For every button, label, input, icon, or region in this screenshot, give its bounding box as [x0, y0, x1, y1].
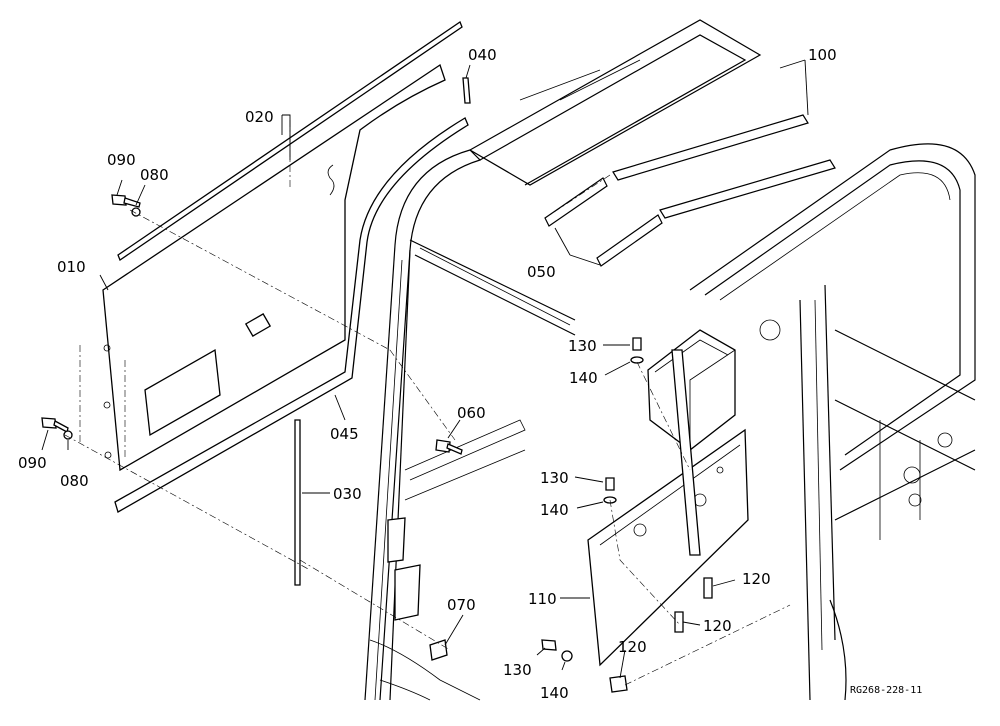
bolt-060: [435, 439, 451, 453]
callout-120-c: 120: [618, 638, 647, 656]
callout-080-upper: 080: [140, 166, 169, 184]
callout-130-a: 130: [568, 337, 597, 355]
callout-140-b: 140: [540, 501, 569, 519]
callout-labels: 010 020 030 040 045 050 060 070 080 080 …: [18, 46, 922, 702]
box-bracket: [647, 329, 736, 451]
callout-090-lower: 090: [18, 454, 47, 472]
callout-140-a: 140: [569, 369, 598, 387]
callout-120-b: 120: [703, 617, 732, 635]
callout-045: 045: [330, 425, 359, 443]
callout-130-c: 130: [503, 661, 532, 679]
callout-010: 010: [57, 258, 86, 276]
callout-130-b: 130: [540, 469, 569, 487]
callout-110: 110: [528, 590, 557, 608]
rod-030: [294, 419, 301, 586]
leader-lines: [41, 59, 809, 679]
reference-code: RG268-228-11: [850, 685, 922, 696]
callout-100: 100: [808, 46, 837, 64]
bracket-parts: [541, 329, 791, 693]
bolt-090-upper: [111, 194, 127, 206]
callout-120-a: 120: [742, 570, 771, 588]
callout-050: 050: [527, 263, 556, 281]
callout-060: 060: [457, 404, 486, 422]
clip-070: [429, 639, 448, 661]
seal-045: [114, 117, 469, 513]
callout-140-c: 140: [540, 684, 569, 702]
cab-frame: [364, 19, 976, 701]
callout-070: 070: [447, 596, 476, 614]
bolt-090-lower: [41, 417, 57, 429]
roof-seal-strips: [544, 114, 836, 267]
callout-090-upper: 090: [107, 151, 136, 169]
callout-040: 040: [468, 46, 497, 64]
callout-030: 030: [333, 485, 362, 503]
callout-080-lower: 080: [60, 472, 89, 490]
callout-020: 020: [245, 108, 274, 126]
pin-040: [462, 77, 471, 104]
